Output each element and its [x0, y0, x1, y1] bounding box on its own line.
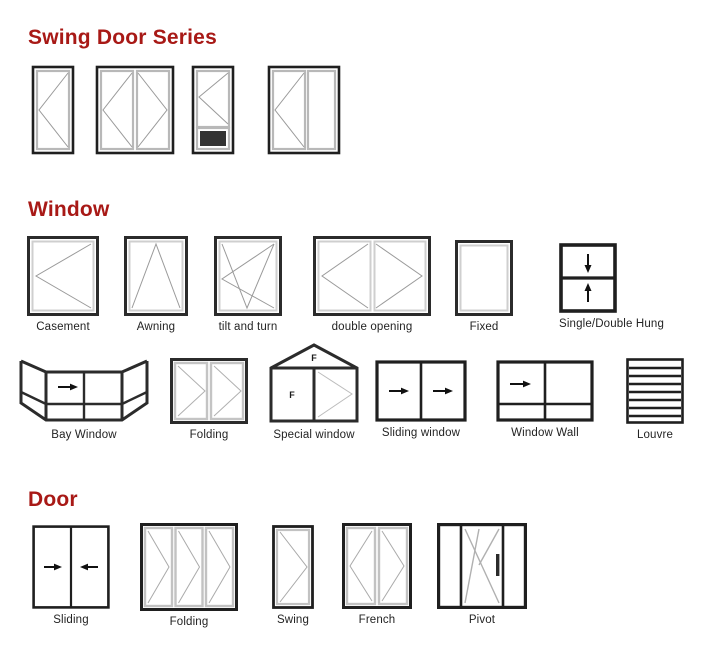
arrow-right-icon-1 [389, 387, 409, 395]
arrow-right-icon [58, 383, 78, 391]
diagram-bay-window[interactable]: Bay Window [18, 358, 150, 441]
single-leaf-casement-left-icon [31, 65, 75, 155]
single-double-hung-figure [559, 243, 664, 313]
sliding-door-icon [32, 525, 110, 609]
arrow-right-icon [510, 380, 531, 388]
caption-casement: Casement [36, 321, 90, 333]
diagram-swing-door[interactable]: Swing [272, 525, 314, 626]
arrow-right-icon-2 [433, 387, 453, 395]
arrow-down-icon [584, 254, 592, 273]
caption-folding-window: Folding [189, 429, 229, 441]
awning-figure [124, 236, 188, 316]
caption-swing-door: Swing [276, 614, 310, 626]
diagram-louvre[interactable]: Louvre [626, 358, 684, 441]
caption-pivot-door: Pivot [468, 614, 496, 626]
diagram-sliding-door[interactable]: Sliding [32, 525, 110, 626]
double-leaf-casement-icon [95, 65, 175, 155]
fixed-figure [455, 240, 513, 316]
caption-french-door: French [358, 614, 396, 626]
diagram-swing-plus-fixed[interactable] [267, 65, 341, 155]
diagram-swing-with-panel[interactable] [191, 65, 235, 155]
swing-single-figure [31, 65, 75, 155]
window-wall-figure [496, 360, 594, 422]
caption-single-double-hung: Single/Double Hung [559, 318, 664, 330]
caption-bay-window: Bay Window [51, 429, 117, 441]
section-title-swing-door-series: Swing Door Series [28, 26, 217, 49]
swing-double-figure [95, 65, 175, 155]
arrow-up-icon [584, 283, 592, 302]
swing-door-icon [272, 525, 314, 609]
pivot-door-figure [437, 523, 528, 610]
caption-sliding-window: Sliding window [381, 427, 461, 439]
single-leaf-with-dark-panel-icon [191, 65, 235, 155]
special-mark-left: F [289, 390, 295, 400]
window-wall-icon [496, 360, 594, 422]
special-icon: F F [269, 343, 359, 423]
awning-icon [124, 236, 188, 316]
diagram-sliding-window[interactable]: Sliding window [375, 360, 467, 439]
caption-folding-door: Folding [169, 616, 209, 628]
section-title-window: Window [28, 198, 110, 221]
pivot-handle-icon [496, 554, 500, 576]
caption-tilt-and-turn: tilt and turn [218, 321, 278, 333]
diagram-folding-window[interactable]: Folding [170, 358, 248, 441]
tilt-and-turn-icon [214, 236, 282, 316]
arrow-left-icon [80, 563, 98, 571]
diagram-pivot-door[interactable]: Pivot [437, 523, 528, 626]
louvre-figure [626, 358, 684, 424]
pivot-door-icon [437, 523, 528, 610]
caption-window-wall: Window Wall [511, 427, 579, 439]
sliding-window-figure [375, 360, 467, 422]
folding-window-figure [170, 358, 248, 424]
special-window-figure: F F [268, 342, 360, 424]
folding-door-icon [140, 523, 238, 611]
diagram-fixed[interactable]: Fixed [455, 240, 513, 333]
fixed-icon [455, 240, 513, 316]
diagram-awning[interactable]: Awning [124, 236, 188, 333]
swing-with-panel-figure [191, 65, 235, 155]
louvre-icon [626, 358, 684, 424]
tilt-and-turn-figure [214, 236, 282, 316]
section-title-door: Door [28, 488, 78, 511]
caption-double-opening: double opening [331, 321, 413, 333]
arrow-right-icon [44, 563, 62, 571]
diagram-folding-door[interactable]: Folding [140, 523, 238, 628]
special-mark-top: F [311, 353, 317, 363]
swing-door-figure [272, 525, 314, 609]
leaf-plus-fixed-icon [267, 65, 341, 155]
sliding-door-figure [32, 525, 110, 609]
french-door-figure [342, 523, 412, 609]
caption-sliding-door: Sliding [53, 614, 89, 626]
casement-icon [27, 236, 99, 316]
diagram-swing-single[interactable] [31, 65, 75, 155]
caption-fixed: Fixed [469, 321, 499, 333]
swing-plus-fixed-figure [267, 65, 341, 155]
casement-figure [27, 236, 99, 316]
diagram-casement[interactable]: Casement [27, 236, 99, 333]
caption-awning: Awning [136, 321, 176, 333]
hung-icon [559, 243, 617, 313]
caption-special-window: Special window [273, 429, 355, 441]
diagram-single-double-hung[interactable]: Single/Double Hung [559, 243, 664, 330]
folding-door-figure [140, 523, 238, 611]
diagram-swing-double[interactable] [95, 65, 175, 155]
bay-icon [19, 359, 149, 422]
sliding-window-icon [375, 360, 467, 422]
caption-louvre: Louvre [636, 429, 674, 441]
double-opening-figure [313, 236, 431, 316]
folding-window-icon [170, 358, 248, 424]
diagram-double-opening[interactable]: double opening [313, 236, 431, 333]
bay-window-figure [18, 358, 150, 424]
french-door-icon [342, 523, 412, 609]
diagram-window-wall[interactable]: Window Wall [496, 360, 594, 439]
diagram-tilt-and-turn[interactable]: tilt and turn [214, 236, 282, 333]
diagram-french-door[interactable]: French [342, 523, 412, 626]
diagram-special-window[interactable]: F F Special window [268, 342, 360, 441]
double-opening-icon [313, 236, 431, 316]
